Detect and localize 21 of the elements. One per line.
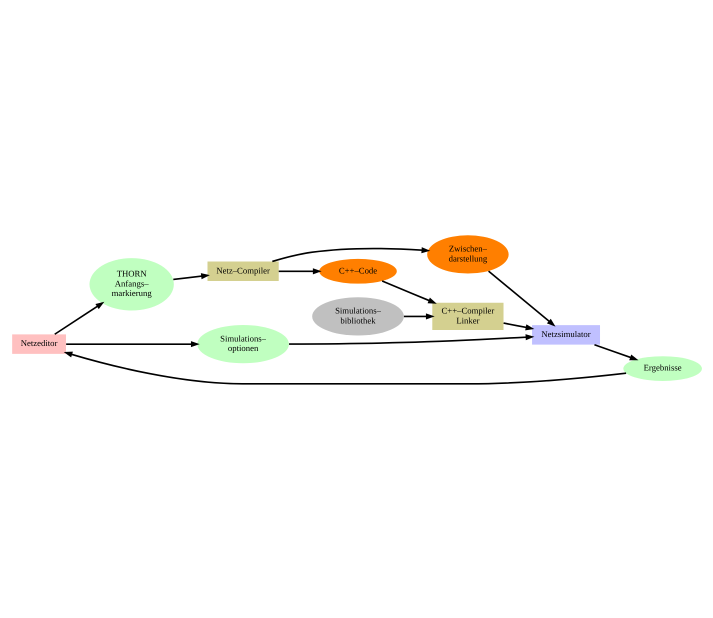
arrow	[403, 312, 434, 319]
arrow	[594, 343, 638, 360]
node-ellipse: Simulations– bibliothek	[312, 296, 404, 336]
arrow	[278, 268, 322, 274]
arrow	[54, 301, 104, 334]
arrow	[502, 322, 534, 330]
node-ellipse: Simulations– optionen	[196, 324, 288, 363]
arrow	[63, 351, 626, 384]
node-ellipse: C++–Code	[318, 258, 396, 284]
arrow	[272, 246, 430, 262]
arrow	[172, 272, 210, 280]
arrow	[381, 280, 436, 304]
node-box: Netz–Compiler	[207, 260, 278, 281]
node-ellipse: Ergebnisse	[622, 356, 702, 380]
arrow	[488, 270, 556, 326]
node-box: C++–Compiler Linker	[432, 302, 504, 330]
node-ellipse: Zwischen– darstellung	[426, 234, 508, 274]
node-box: Netzsimulator	[532, 324, 600, 344]
arrow	[288, 334, 534, 344]
arrow	[66, 340, 200, 347]
node-box: Netzeditor	[12, 334, 66, 354]
